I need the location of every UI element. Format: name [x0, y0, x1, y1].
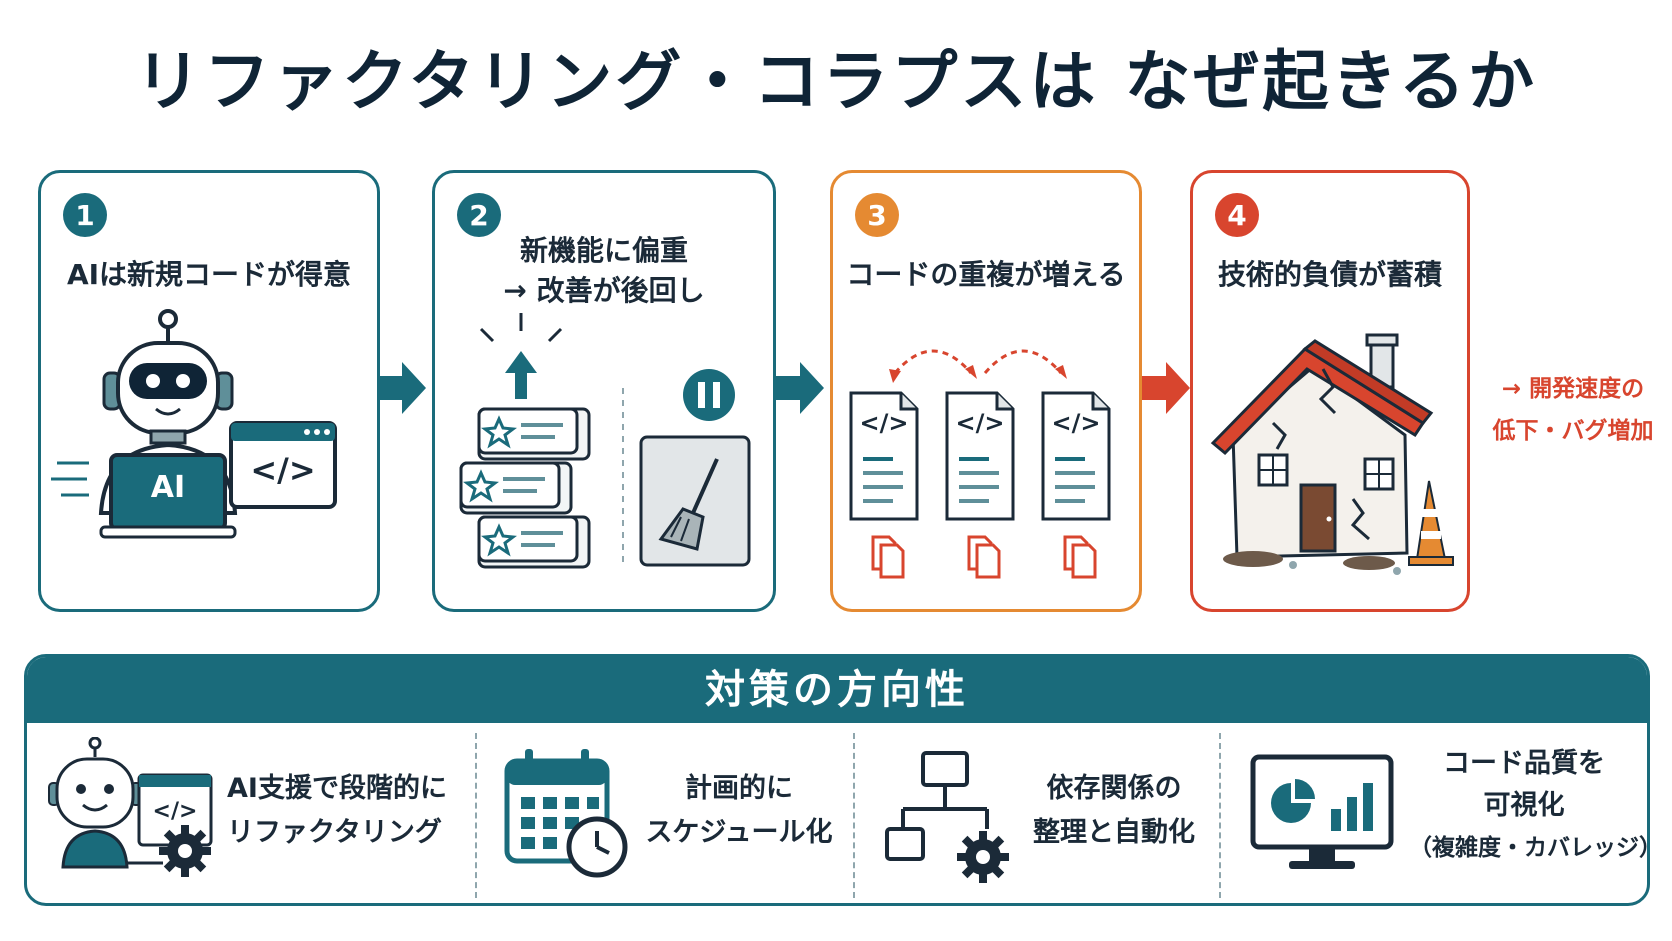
outcome-line-1: → 開発速度の — [1501, 376, 1645, 402]
flow-arrow-icon — [378, 362, 426, 414]
step-number-badge-2: 2 — [457, 193, 501, 237]
code-glyph-2: </> — [955, 409, 1005, 437]
step-number-badge-3: 3 — [855, 193, 899, 237]
robot-laptop-icon — [51, 309, 337, 539]
countermeasure-text-4: コード品質を 可視化 （複雑度・カバレッジ） — [1409, 743, 1650, 869]
step-card-4: 4 技術的負債が蓄積 — [1190, 170, 1470, 612]
robot-code-gear-icon — [48, 737, 213, 877]
countermeasure-1-line-1: AI支援で段階的に — [227, 773, 447, 804]
page-title: リファクタリング・コラプスは なぜ起きるか — [134, 43, 1538, 120]
step-label-2-line2: → 改善が後回し — [503, 274, 705, 307]
code-glyph-1: </> — [859, 409, 909, 437]
flow-arrow-icon — [1142, 362, 1190, 414]
panel-divider — [853, 733, 855, 898]
countermeasure-1-line-2: リファクタリング — [227, 817, 442, 848]
countermeasure-4-line-2: 可視化 — [1483, 790, 1565, 821]
step-card-3: 3 コードの重複が増える — [830, 170, 1142, 612]
countermeasures-heading: 対策の方向性 — [27, 657, 1647, 723]
countermeasure-text-1: AI支援で段階的に リファクタリング — [227, 767, 447, 855]
step-card-2: 2 新機能に偏重 → 改善が後回し — [432, 170, 776, 612]
outcome-text: → 開発速度の 低下・バグ増加 — [1474, 368, 1672, 452]
countermeasure-4-line-1: コード品質を — [1443, 748, 1605, 779]
calendar-clock-icon — [504, 749, 628, 878]
panel-code-glyph: </> — [152, 799, 198, 824]
duplicate-files-icon — [849, 349, 1111, 579]
panel-divider — [1219, 733, 1221, 898]
countermeasure-2-line-1: 計画的に — [685, 773, 793, 804]
step-label-2-line1: 新機能に偏重 — [519, 234, 688, 267]
step-label-1: AIは新規コードが得意 — [66, 258, 352, 291]
panel-divider — [475, 733, 477, 898]
laptop-ai-label: AI — [150, 470, 186, 505]
flow-arrow-icon — [776, 362, 824, 414]
step-number-badge-4: 4 — [1215, 193, 1259, 237]
step-card-1: 1 AIは新規コードが得意 AI </> — [38, 170, 380, 612]
code-window-glyph: </> — [250, 451, 316, 489]
step-label-4: 技術的負債が蓄積 — [1217, 258, 1442, 291]
countermeasures-panel: 対策の方向性 < — [24, 654, 1650, 906]
outcome-line-2: 低下・バグ増加 — [1492, 418, 1654, 444]
code-glyph-3: </> — [1051, 409, 1101, 437]
step-label-3: コードの重複が増える — [846, 258, 1126, 291]
countermeasure-text-2: 計画的に スケジュール化 — [639, 767, 839, 855]
countermeasure-4-line-3: （複雑度・カバレッジ） — [1409, 835, 1650, 861]
countermeasure-3-line-1: 依存関係の — [1046, 773, 1182, 804]
countermeasure-2-line-2: スケジュール化 — [645, 817, 833, 848]
countermeasure-3-line-2: 整理と自動化 — [1033, 817, 1195, 848]
monitor-chart-icon — [1250, 754, 1394, 869]
countermeasure-text-3: 依存関係の 整理と自動化 — [1019, 767, 1209, 855]
step-number-badge-1: 1 — [63, 193, 107, 237]
feature-cards-broom-icon — [459, 313, 751, 569]
hierarchy-gear-icon — [885, 751, 1009, 883]
crumbling-house-icon — [1210, 333, 1454, 575]
